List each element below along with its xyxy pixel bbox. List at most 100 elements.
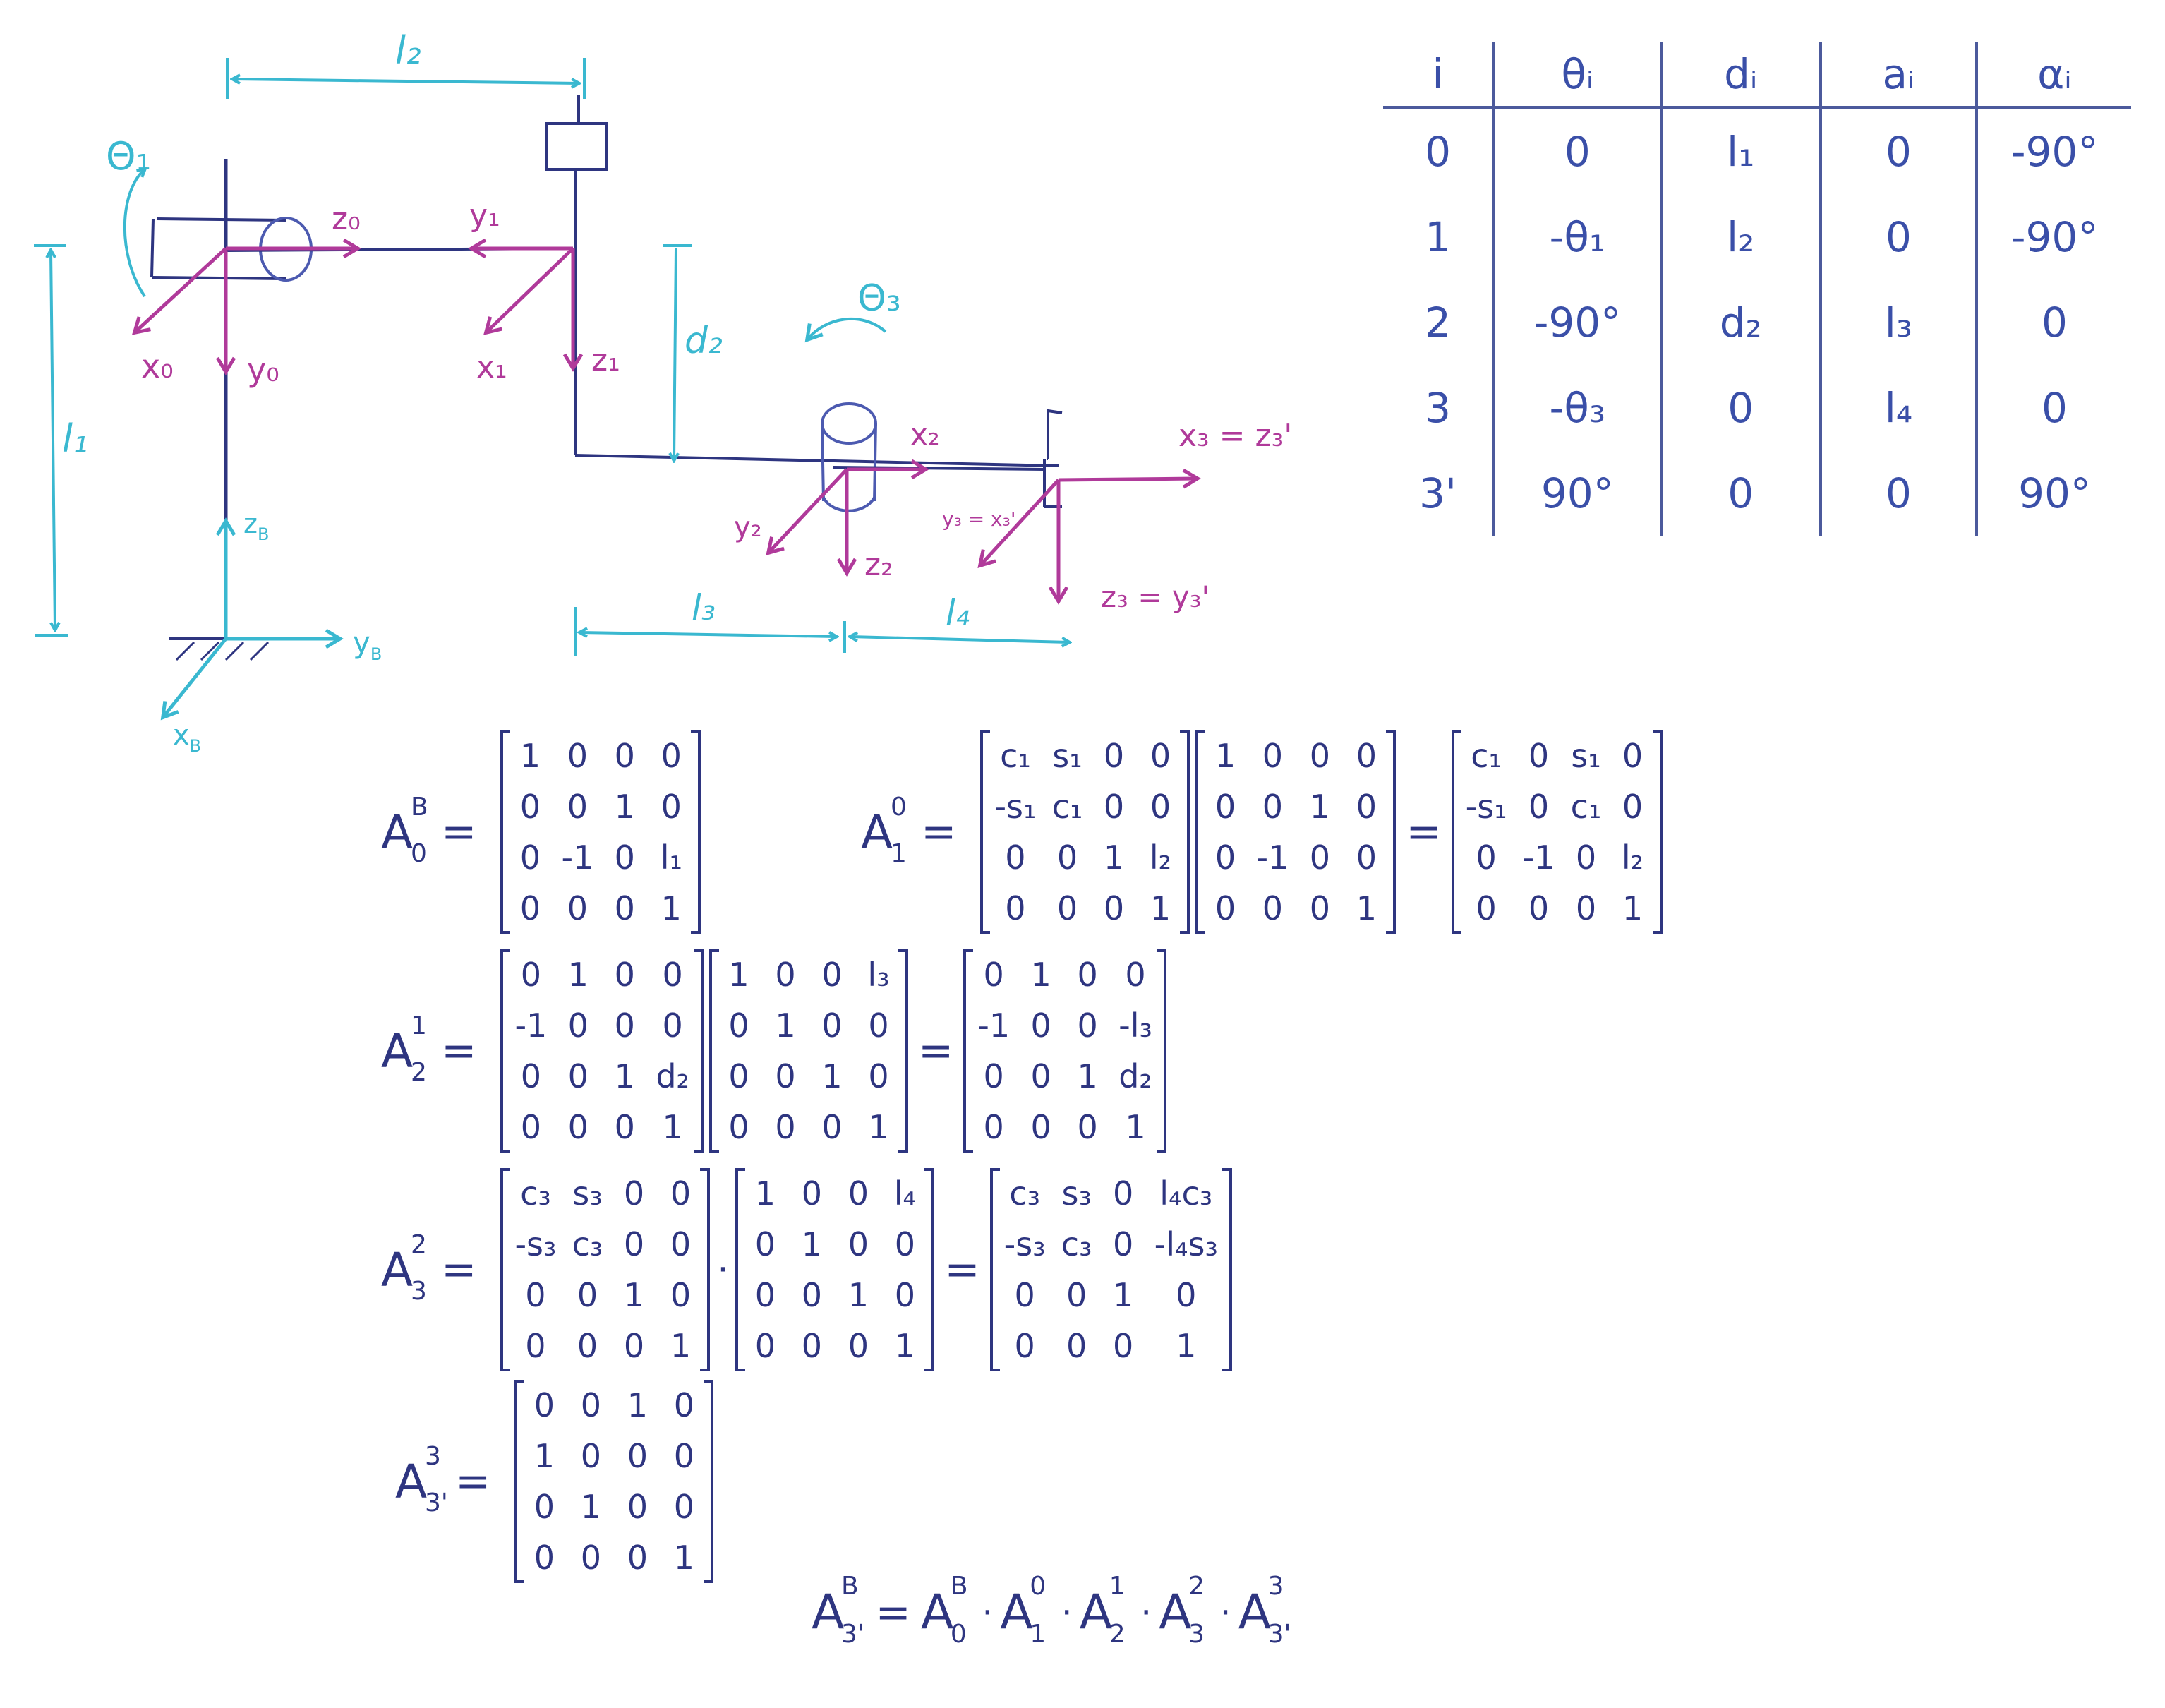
matrix-cell: 0 (1575, 838, 1597, 877)
cell-d: 0 (1659, 365, 1821, 451)
z1-label: z₁ (591, 342, 620, 378)
table-row: 0 0 l₁ 0 -90° (1383, 107, 2131, 195)
term-A10: A 0 1 (1000, 1572, 1047, 1649)
matrix-cell: 0 (1214, 889, 1236, 927)
y0-label: y₀ (247, 351, 279, 389)
matrix-cell: -1 (1256, 838, 1289, 877)
matrix-cell: 0 (623, 1327, 645, 1365)
x1-label: x₁ (476, 349, 507, 385)
matrix-cell: l₂ (1149, 838, 1172, 877)
z3-y3p-label: z₃ = y₃' (1101, 579, 1210, 614)
y2-label: y₂ (734, 511, 762, 543)
cell-theta: 90° (1492, 450, 1661, 536)
matrix-cell: c₁ (1051, 788, 1083, 826)
matrix-cell: 1 (821, 1057, 843, 1095)
matrix-cell: 1 (1103, 838, 1125, 877)
matrix-cell: 0 (520, 1057, 542, 1095)
lhs-A10: A 0 1 = (861, 793, 966, 868)
matrix-cell: 0 (1214, 838, 1236, 877)
matrix-cell: 0 (614, 737, 635, 775)
cell-a: l₄ (1819, 365, 1977, 451)
cell-d: l₂ (1659, 194, 1821, 280)
matrix-cell: c₁ (1471, 737, 1502, 775)
matrix-cell: 0 (614, 1006, 635, 1045)
matrix-cell: 0 (775, 1108, 796, 1146)
matrix-cell: 1 (673, 1539, 695, 1577)
matrix-cell: 1 (519, 737, 541, 775)
matrix-cell: 1 (1214, 737, 1236, 775)
matrix-cell: 0 (1622, 788, 1644, 826)
theta1-rotation: Θ₁ (106, 134, 151, 298)
matrix-cell: 0 (1528, 889, 1550, 927)
term-A3p3: A 3 3' (1238, 1572, 1291, 1649)
matrix-cell: 1 (868, 1108, 889, 1146)
matrix-cell: 0 (627, 1488, 649, 1526)
header-a: aᵢ (1819, 42, 1977, 109)
matrix-cell: s₃ (572, 1174, 603, 1213)
matrix-cell: 0 (1262, 788, 1284, 826)
matrix-cell: s₁ (1052, 737, 1082, 775)
matrix-cell: 0 (801, 1327, 822, 1365)
matrix-cell: 0 (1103, 889, 1125, 927)
matrix-cell: 0 (519, 889, 541, 927)
cell-alpha: -90° (1974, 107, 2131, 195)
matrix-cell: 1 (1113, 1276, 1134, 1314)
cell-theta: -θ₁ (1492, 194, 1661, 280)
matrix-cell: 0 (567, 889, 589, 927)
matrix-cell: 0 (1528, 788, 1550, 826)
matrix-cell: 0 (1622, 737, 1644, 775)
matrix-cell: c₃ (1061, 1225, 1092, 1263)
matrix-cell: 0 (868, 1057, 889, 1095)
cell-d: l₁ (1659, 107, 1821, 195)
matrix-cell: 0 (1030, 1006, 1051, 1045)
matrix-cell: 1 (614, 1057, 635, 1095)
matrix-cell: 1 (775, 1006, 796, 1045)
matrix-cell: 0 (1103, 788, 1125, 826)
term-A32: A 2 3 (1159, 1572, 1205, 1649)
header-d: dᵢ (1659, 42, 1821, 109)
cell-theta: 0 (1492, 107, 1661, 195)
equals-sign: = (1406, 807, 1442, 857)
l1-label: l₁ (62, 416, 88, 461)
matrix-cell: l₃ (867, 956, 890, 994)
x2-label: x₂ (910, 417, 940, 452)
equals-sign: = (441, 1245, 477, 1294)
matrix-cell: -s₃ (1003, 1225, 1046, 1263)
matrix-cell: -l₄s₃ (1154, 1225, 1218, 1263)
matrix-cell: 0 (519, 838, 541, 877)
matrix-cell: -1 (514, 1006, 548, 1045)
matrix-cell: 1 (1150, 889, 1171, 927)
matrix-cell: 0 (983, 956, 1004, 994)
matrix-cell: 0 (1356, 788, 1377, 826)
matrix-cell: 1 (894, 1327, 915, 1365)
matrix-cell: 0 (614, 956, 635, 994)
matrix-cell: 0 (1309, 889, 1330, 927)
matrix-cell: 0 (1113, 1174, 1134, 1213)
matrix-cell: 0 (533, 1386, 555, 1424)
dimension-l2: l₂ (226, 28, 586, 99)
matrix-cell: 1 (580, 1488, 602, 1526)
matrix-cell: 1 (1125, 1108, 1146, 1146)
matrix-cell: 0 (614, 838, 635, 877)
cell-i: 3 (1425, 384, 1451, 433)
multiply-dot: · (982, 1592, 994, 1633)
xB-label: xB (173, 719, 201, 756)
matrix-cell: 0 (983, 1108, 1004, 1146)
matrix-cell: -s₁ (994, 788, 1037, 826)
table-row: 2 -90° d₂ l₃ 0 (1383, 279, 2131, 366)
cell-theta: -θ₃ (1492, 365, 1661, 451)
theta3-label: Θ₃ (857, 277, 901, 320)
matrix-cell: 0 (567, 1006, 589, 1045)
zB-label: zB (243, 508, 269, 544)
dimension-d2: d₂ (663, 244, 723, 460)
matrix-cell: 0 (525, 1276, 546, 1314)
equals-sign: = (944, 1245, 980, 1294)
matrix-cell: 0 (821, 956, 843, 994)
matrix-cell: 0 (627, 1437, 649, 1475)
joint3-cylinder (821, 402, 877, 512)
matrix-cell: 0 (848, 1174, 869, 1213)
matrix-cell: 0 (1005, 838, 1026, 877)
